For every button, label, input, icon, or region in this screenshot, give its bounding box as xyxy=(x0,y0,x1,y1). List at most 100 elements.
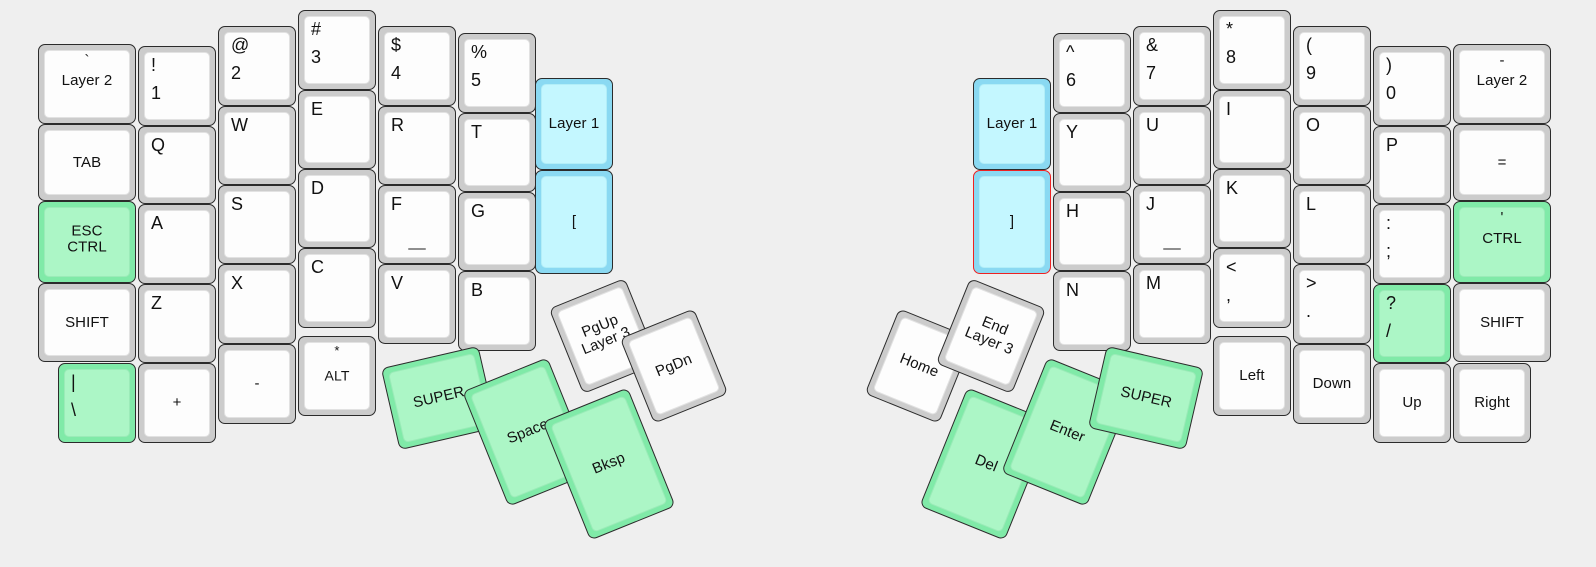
key-comma-legend-top: < xyxy=(1226,257,1237,277)
key-f[interactable]: F xyxy=(378,185,456,264)
key-4-surface: $4 xyxy=(384,32,450,100)
key-l-legend-top: L xyxy=(1306,194,1317,214)
key-q[interactable]: Q xyxy=(138,126,216,204)
key-6-legend-bottom: 6 xyxy=(1066,70,1077,90)
key-left-bracket-legend-center: [ xyxy=(571,212,577,230)
key-y[interactable]: Y xyxy=(1053,113,1131,192)
key-shift-left[interactable]: SHIFT xyxy=(38,283,136,362)
key-p[interactable]: P xyxy=(1373,126,1451,204)
key-u-surface: U xyxy=(1139,112,1205,179)
key-layer1-left-surface: Layer 1 xyxy=(541,84,607,164)
key-right-bracket[interactable]: ] xyxy=(973,170,1051,274)
key-v-surface: V xyxy=(384,270,450,338)
key-9[interactable]: (9 xyxy=(1293,26,1371,106)
key-q-surface: Q xyxy=(144,132,210,198)
key-layer2-right[interactable]: -Layer 2 xyxy=(1453,44,1551,124)
key-layer1-right[interactable]: Layer 1 xyxy=(973,78,1051,170)
key-9-legend-top: ( xyxy=(1306,35,1313,55)
key-layer2-left[interactable]: `Layer 2 xyxy=(38,44,136,124)
key-g[interactable]: G xyxy=(458,192,536,271)
key-b[interactable]: B xyxy=(458,271,536,351)
key-7[interactable]: &7 xyxy=(1133,26,1211,106)
key-pipe-backslash-legend-top: | xyxy=(71,372,76,392)
key-6[interactable]: ^6 xyxy=(1053,33,1131,113)
key-2[interactable]: @2 xyxy=(218,26,296,106)
key-slash-legend-top: ? xyxy=(1386,293,1397,313)
key-shift-right[interactable]: SHIFT xyxy=(1453,283,1551,362)
key-period-legend-top: > xyxy=(1306,273,1317,293)
key-0[interactable]: )0 xyxy=(1373,46,1451,126)
key-x-surface: X xyxy=(224,270,290,338)
key-k-surface: K xyxy=(1219,175,1285,242)
key-v[interactable]: V xyxy=(378,264,456,344)
key-slash[interactable]: ?/ xyxy=(1373,284,1451,363)
key-tab[interactable]: TAB xyxy=(38,124,136,201)
key-f-surface: F xyxy=(384,191,450,258)
key-a[interactable]: A xyxy=(138,204,216,284)
key-minus-left[interactable]: - xyxy=(218,344,296,424)
key-o[interactable]: O xyxy=(1293,106,1371,185)
key-comma[interactable]: <, xyxy=(1213,248,1291,328)
key-r[interactable]: R xyxy=(378,106,456,185)
key-pipe-backslash[interactable]: |\ xyxy=(58,363,136,443)
key-j[interactable]: J xyxy=(1133,185,1211,264)
key-c[interactable]: C xyxy=(298,248,376,328)
key-k[interactable]: K xyxy=(1213,169,1291,248)
key-layer2-left-legend-upper: ` xyxy=(84,52,90,69)
key-d[interactable]: D xyxy=(298,169,376,248)
key-right-bracket-surface: ] xyxy=(979,176,1045,268)
key-quote-ctrl[interactable]: 'CTRL xyxy=(1453,201,1551,283)
key-s-surface: S xyxy=(224,191,290,258)
key-shift-right-legend-center: SHIFT xyxy=(1480,313,1524,331)
key-z[interactable]: Z xyxy=(138,284,216,363)
key-plus[interactable]: + xyxy=(138,363,216,443)
key-layer1-left[interactable]: Layer 1 xyxy=(535,78,613,170)
key-semicolon[interactable]: :; xyxy=(1373,204,1451,284)
key-5[interactable]: %5 xyxy=(458,33,536,113)
key-x[interactable]: X xyxy=(218,264,296,344)
key-k-legend-top: K xyxy=(1226,178,1239,198)
key-left-bracket[interactable]: [ xyxy=(535,170,613,274)
key-arrow-down[interactable]: Down xyxy=(1293,344,1371,424)
key-equals[interactable]: = xyxy=(1453,124,1551,201)
key-b-legend-top: B xyxy=(471,280,484,300)
key-4-legend-top: $ xyxy=(391,35,402,55)
key-4[interactable]: $4 xyxy=(378,26,456,106)
key-i-surface: I xyxy=(1219,96,1285,163)
key-l[interactable]: L xyxy=(1293,185,1371,264)
key-arrow-left[interactable]: Left xyxy=(1213,336,1291,416)
key-layer2-right-legend-upper: - xyxy=(1499,52,1505,69)
key-n[interactable]: N xyxy=(1053,271,1131,351)
key-pgdn-legend-center: PgDn xyxy=(652,350,695,381)
key-alt[interactable]: *ALT xyxy=(298,336,376,416)
key-arrow-right[interactable]: Right xyxy=(1453,363,1531,443)
key-9-legend-bottom: 9 xyxy=(1306,63,1317,83)
key-s[interactable]: S xyxy=(218,185,296,264)
key-3[interactable]: #3 xyxy=(298,10,376,90)
key-7-legend-top: & xyxy=(1146,35,1159,55)
key-t-legend-top: T xyxy=(471,122,483,142)
key-r-legend-top: R xyxy=(391,115,405,135)
key-period[interactable]: >. xyxy=(1293,264,1371,344)
key-t[interactable]: T xyxy=(458,113,536,192)
key-w[interactable]: W xyxy=(218,106,296,185)
key-i[interactable]: I xyxy=(1213,90,1291,169)
key-5-legend-bottom: 5 xyxy=(471,70,482,90)
key-e[interactable]: E xyxy=(298,90,376,169)
key-arrow-up[interactable]: Up xyxy=(1373,363,1451,443)
key-h[interactable]: H xyxy=(1053,192,1131,271)
key-esc-ctrl[interactable]: ESC CTRL xyxy=(38,201,136,283)
key-n-legend-top: N xyxy=(1066,280,1080,300)
key-1[interactable]: !1 xyxy=(138,46,216,126)
key-2-legend-bottom: 2 xyxy=(231,63,242,83)
key-backspace-legend-center: Bksp xyxy=(589,449,628,478)
key-3-surface: #3 xyxy=(304,16,370,84)
key-layer1-left-legend-center: Layer 1 xyxy=(548,114,600,132)
key-semicolon-legend-bottom: ; xyxy=(1386,241,1392,261)
key-w-surface: W xyxy=(224,112,290,179)
key-8[interactable]: *8 xyxy=(1213,10,1291,90)
key-shift-left-surface: SHIFT xyxy=(44,289,130,356)
key-m[interactable]: M xyxy=(1133,264,1211,344)
key-super-right-surface: SUPER xyxy=(1095,353,1197,443)
key-u[interactable]: U xyxy=(1133,106,1211,185)
